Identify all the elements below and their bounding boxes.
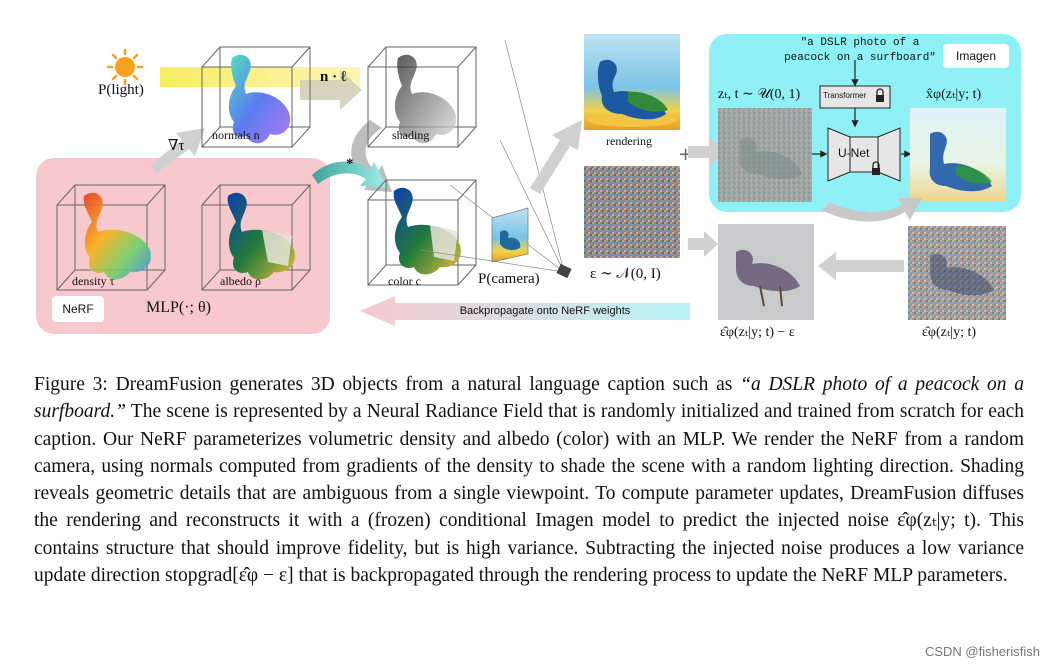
density-label: density τ bbox=[72, 274, 115, 289]
watermark: CSDN @fisherisfish bbox=[925, 644, 1040, 659]
eps-hat-label: ε̂φ(zₜ|y; t) bbox=[922, 324, 976, 341]
backprop-label: Backpropagate onto NeRF weights bbox=[400, 303, 690, 320]
color-peacock bbox=[394, 188, 461, 275]
transformer-label: Transformer bbox=[823, 91, 866, 100]
caption-math-1: ε̂φ(zₜ|y; t) bbox=[897, 510, 976, 531]
normals-label: normals n bbox=[212, 128, 260, 143]
camera-image-plane bbox=[492, 208, 528, 262]
mlp-label: MLP(·; θ) bbox=[146, 299, 211, 317]
camera-label: P(camera) bbox=[478, 271, 540, 288]
caption-body-3: that is backpropagated through the rende… bbox=[294, 565, 1008, 586]
nerf-tag: NeRF bbox=[52, 296, 104, 322]
albedo-label: albedo ρ bbox=[220, 274, 261, 289]
n-dot-l-label: n · ℓ bbox=[320, 69, 346, 86]
rendering-image bbox=[584, 34, 680, 130]
caption-prefix: Figure 3: DreamFusion generates 3D objec… bbox=[34, 374, 740, 395]
prompt-line-1: "a DSLR photo of a bbox=[780, 36, 940, 51]
xhat-label: x̂φ(zₜ|y; t) bbox=[926, 86, 981, 103]
sun-icon bbox=[108, 50, 142, 84]
predicted-image bbox=[910, 108, 1006, 202]
figure-caption: Figure 3: DreamFusion generates 3D objec… bbox=[34, 371, 1024, 589]
rendering-label: rendering bbox=[606, 134, 652, 149]
eps-diff-label: ε̂φ(zₜ|y; t) − ε bbox=[720, 324, 795, 341]
prompt-line-2: peacock on a surfboard" bbox=[780, 51, 940, 66]
noise-label: ε ∼ 𝒩(0, I) bbox=[590, 264, 661, 283]
dreamfusion-figure: + bbox=[0, 0, 1054, 355]
eps-hat-image bbox=[908, 226, 1006, 320]
zt-label: zₜ, t ∼ 𝒰(0, 1) bbox=[718, 86, 800, 103]
color-label: color c bbox=[388, 274, 421, 289]
camera-icon bbox=[556, 264, 571, 278]
caption-body-1: The scene is represented by a Neural Rad… bbox=[34, 401, 1024, 531]
caption-math-2: stopgrad[ε̂φ − ε] bbox=[165, 565, 294, 586]
star-label: * bbox=[346, 156, 354, 173]
prompt-text: "a DSLR photo of a peacock on a surfboar… bbox=[780, 36, 940, 66]
light-label: P(light) bbox=[98, 82, 144, 99]
imagen-tag: Imagen bbox=[943, 44, 1009, 68]
unet-label: U-Net bbox=[838, 146, 869, 160]
shading-label: shading bbox=[392, 128, 429, 143]
nabla-label: ∇τ bbox=[168, 136, 185, 155]
eps-diff-image bbox=[718, 224, 814, 320]
noise-image bbox=[584, 166, 680, 258]
